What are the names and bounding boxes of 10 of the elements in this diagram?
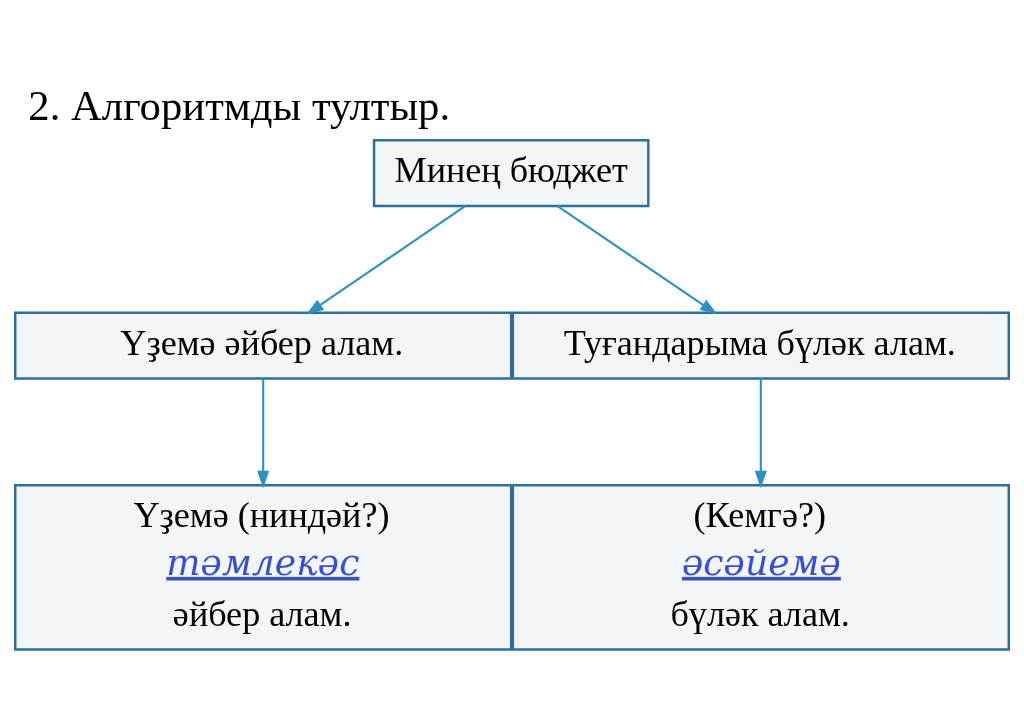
- node-box: Минең бюджет: [372, 138, 650, 207]
- node-box: Үҙемә (ниндәй?) тәмлекәс әйбер алам.: [14, 483, 513, 651]
- node-box: (Кемгә?) әсәйемә бүләк алам.: [511, 483, 1010, 651]
- diagram-title: 2. Алгоритмды тултыр.: [28, 81, 451, 129]
- arrow: [306, 204, 466, 315]
- node-box: Туғандарыма бүләк алам.: [511, 311, 1010, 380]
- arrow: [556, 204, 718, 315]
- node-box: Үҙемә әйбер алам.: [14, 311, 513, 380]
- arrow: [257, 378, 270, 488]
- arrow: [754, 378, 767, 488]
